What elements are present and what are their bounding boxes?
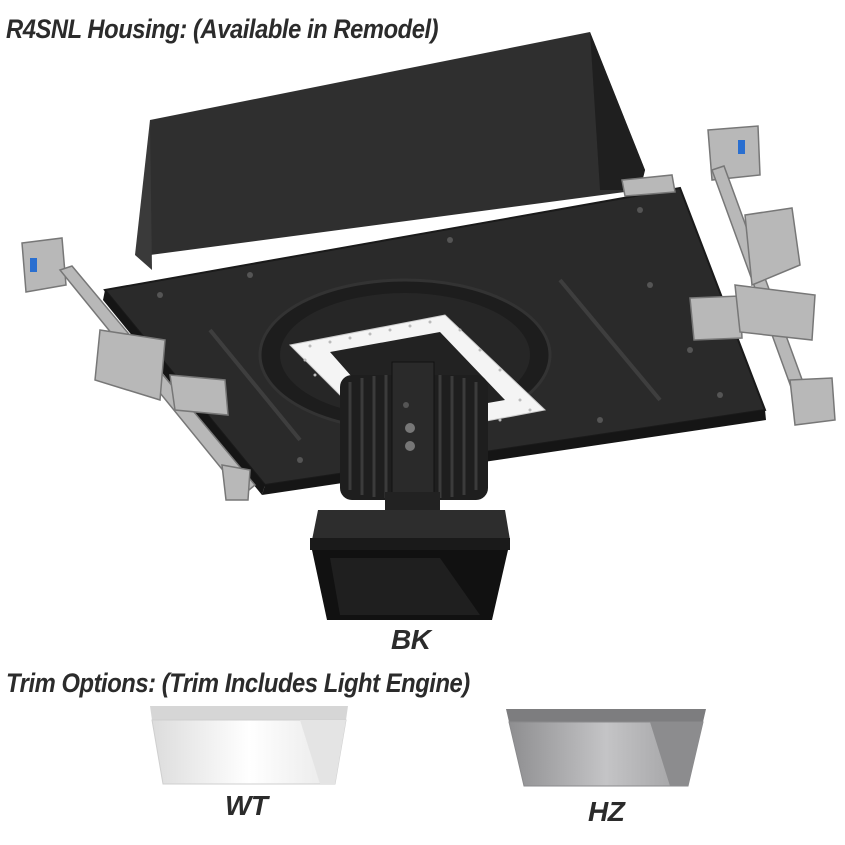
wt-finish-label: WT [225,790,268,821]
bk-trim [310,510,510,620]
page-title: R4SNL Housing: (Available in Remodel) [6,14,439,44]
hz-trim [506,709,706,787]
right-mounting-bracket [621,125,836,426]
bk-finish-label: BK [391,624,431,655]
hz-finish-label: HZ [588,796,625,827]
housing-box [135,32,645,270]
left-mounting-bracket [21,237,257,501]
light-engine [340,361,488,514]
wt-trim [150,706,348,785]
trim-options-heading: Trim Options: (Trim Includes Light Engin… [6,668,470,698]
